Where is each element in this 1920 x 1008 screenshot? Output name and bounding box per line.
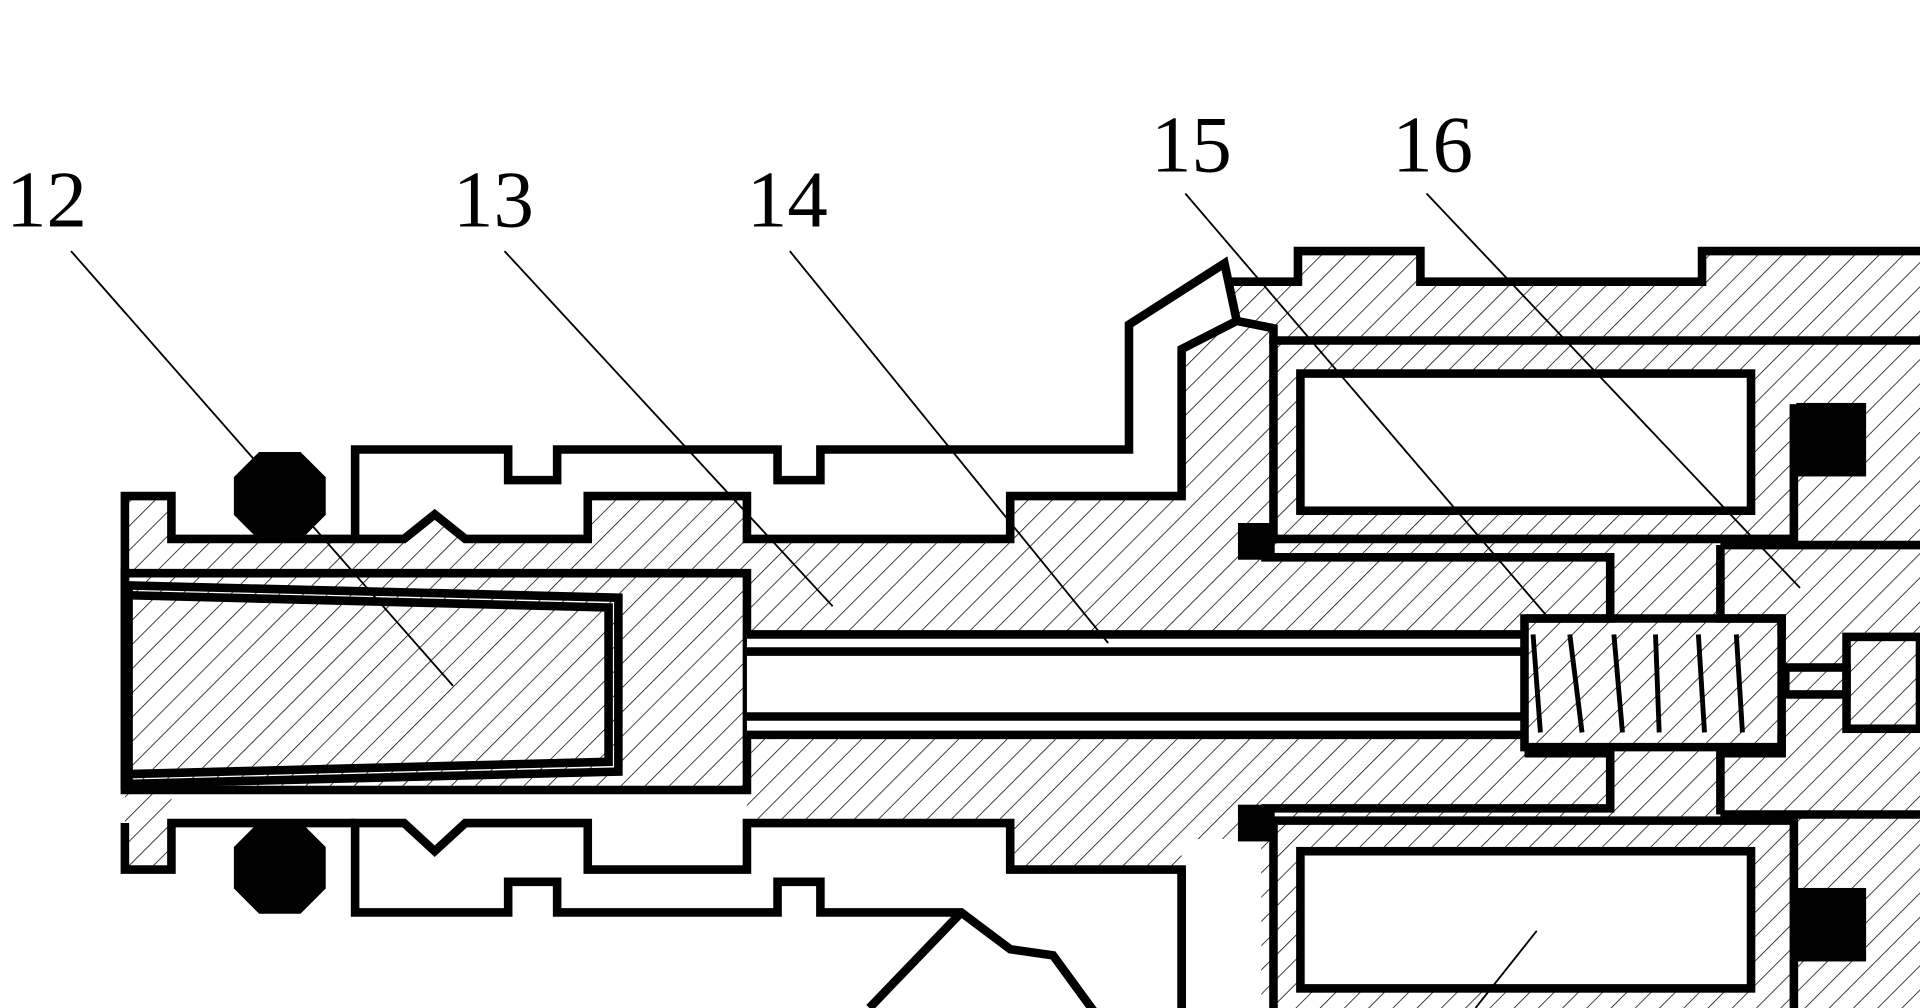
part-labels: 12 13 14 15 16 (6, 100, 1473, 244)
seal-blocks (1237, 402, 1867, 962)
part-number-12: 12 (6, 156, 87, 245)
part-number-14: 14 (747, 156, 828, 245)
o-ring-seals (233, 451, 326, 914)
plastic-sleeve (350, 256, 1242, 1008)
solenoid-coil (1296, 369, 1756, 993)
inlet-bore (120, 568, 752, 795)
return-spring (1520, 614, 1920, 752)
part-number-15: 15 (1151, 100, 1232, 189)
part-number-16: 16 (1392, 100, 1473, 189)
leader-lines (70, 192, 1801, 1008)
part-number-13: 13 (453, 156, 534, 245)
central-passage (746, 630, 1525, 740)
